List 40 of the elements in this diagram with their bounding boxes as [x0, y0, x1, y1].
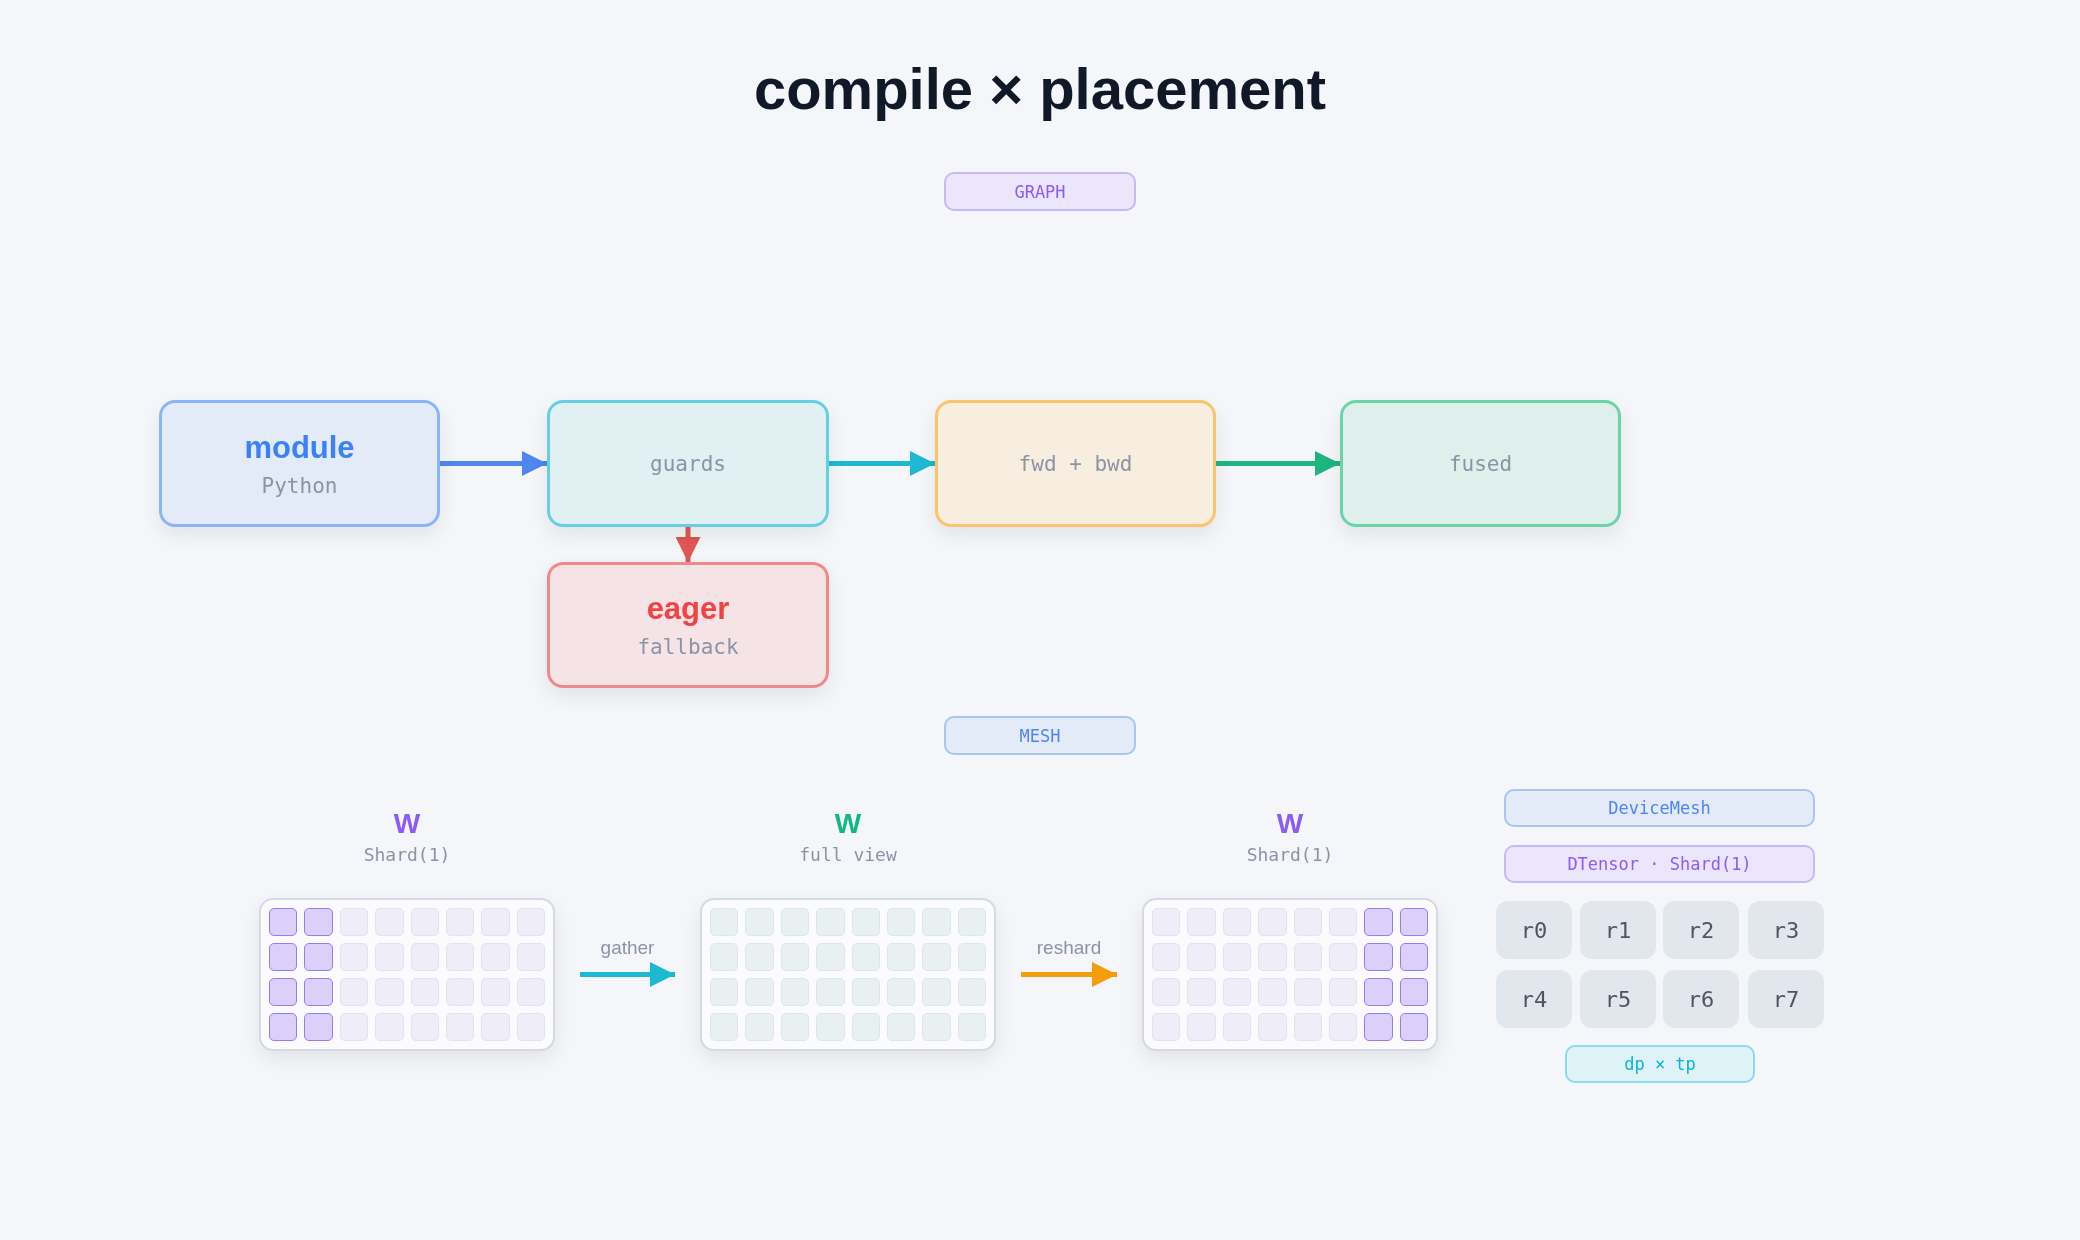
process-box: [935, 400, 1216, 527]
box-heading: eager: [646, 591, 730, 627]
rank-tile: r2: [1663, 901, 1739, 959]
edge-label: reshard: [1035, 936, 1103, 959]
box-subtitle: fused: [1448, 451, 1513, 476]
tensor-name: W: [1276, 808, 1304, 840]
box-subtitle: fwd + bwd: [1018, 451, 1133, 476]
section-tag: GRAPH: [944, 172, 1136, 211]
rank-tile: r1: [1580, 901, 1656, 959]
arrow: [829, 451, 935, 476]
box-subtitle: fallback: [637, 635, 739, 659]
rank-tile: r6: [1663, 970, 1739, 1028]
arrow: [1021, 962, 1117, 987]
box-subtitle: Python: [261, 473, 338, 498]
arrow: [1216, 451, 1340, 476]
tensor-caption: full view: [799, 844, 897, 865]
tag: DTensor · Shard(1): [1504, 845, 1815, 883]
box-subtitle: guards: [650, 451, 726, 476]
arrow: [675, 527, 701, 562]
arrow: [580, 962, 675, 987]
tensor-caption: Shard(1): [1246, 844, 1334, 865]
box-heading: module: [244, 429, 355, 466]
process-box: [159, 400, 440, 527]
rank-tile: r0: [1496, 901, 1572, 959]
arrow: [440, 451, 547, 476]
rank-tile: r5: [1580, 970, 1656, 1028]
rank-tile: r3: [1748, 901, 1824, 959]
process-box: [547, 562, 829, 688]
process-box: [547, 400, 829, 527]
tensor-name: W: [834, 808, 862, 840]
tag: DeviceMesh: [1504, 789, 1815, 827]
title: compile × placement: [752, 55, 1328, 122]
tensor-name: W: [393, 808, 421, 840]
edge-label: gather: [599, 936, 656, 959]
process-box: [1340, 400, 1621, 527]
rank-tile: r4: [1496, 970, 1572, 1028]
rank-tile: r7: [1748, 970, 1824, 1028]
tag: dp × tp: [1565, 1045, 1755, 1083]
tensor-caption: Shard(1): [363, 844, 451, 865]
section-tag: MESH: [944, 716, 1136, 755]
